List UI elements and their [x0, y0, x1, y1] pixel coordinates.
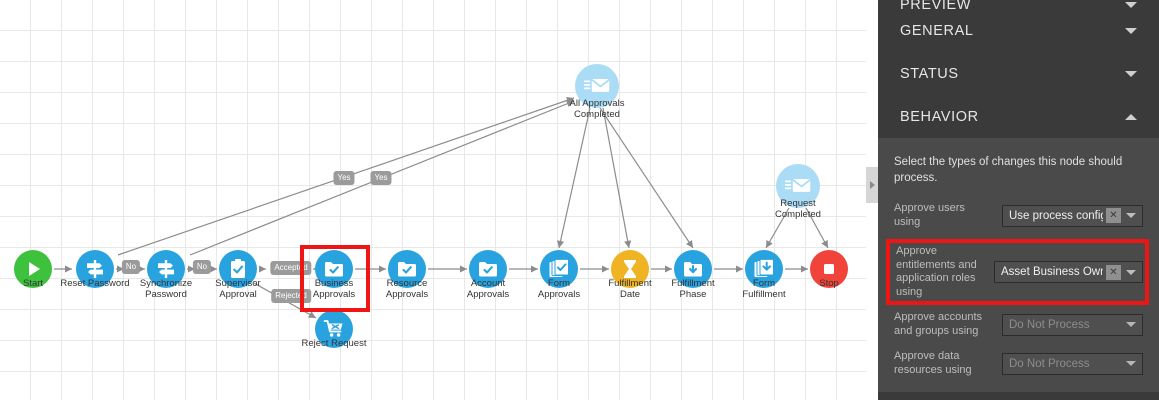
chevron-down-icon[interactable] [1126, 361, 1136, 366]
section-header-status[interactable]: STATUS [878, 52, 1159, 95]
node-label: Stop [819, 278, 839, 289]
node-label: Resource Approvals [385, 278, 429, 300]
behavior-helper-text: Select the types of changes this node sh… [894, 156, 1123, 184]
stop-square-icon [810, 250, 848, 288]
section-title-general: GENERAL [900, 22, 974, 39]
node-label: Reset Password [60, 278, 130, 289]
field-row-approve-data: Approve data resources using Do Not Proce… [894, 348, 1143, 379]
dropdown-approve-entitlements[interactable]: Asset Business Owner✕ [994, 261, 1143, 283]
chevron-down-icon[interactable] [1126, 269, 1136, 275]
chevron-down-icon[interactable] [1126, 322, 1136, 327]
play-icon [14, 250, 52, 288]
folder-check-icon [388, 250, 426, 288]
node-label: Form Fulfillment [742, 278, 786, 300]
field-label-approve-users: Approve users using [894, 202, 965, 228]
node-label: Fulfillment Date [608, 278, 652, 300]
workflow-canvas[interactable]: Start Reset Password Synchronize Password S… [0, 0, 866, 400]
workflow-edges [54, 96, 829, 319]
folder-down-icon [674, 250, 712, 288]
node-reject-request[interactable]: Reject Request [302, 310, 366, 349]
edge-label-yes-1: Yes [333, 171, 355, 185]
node-reset-password[interactable]: Reset Password [60, 250, 130, 289]
node-label: Supervisor Approval [215, 278, 261, 300]
edge-label-no-2: No [192, 260, 212, 274]
node-label: Start [22, 278, 44, 289]
chevron-up-icon [1125, 113, 1137, 120]
node-resource-approvals[interactable]: Resource Approvals [386, 250, 428, 299]
chevron-down-icon [1125, 1, 1137, 8]
chevron-down-icon [1125, 70, 1137, 77]
node-label: Fulfillment Phase [671, 278, 715, 300]
node-account-approvals[interactable]: Account Approvals [467, 250, 509, 299]
field-label-approve-data: Approve data resources using [894, 350, 972, 376]
field-row-approve-entitlements: Approve entitlements and application rol… [886, 239, 1149, 305]
node-fulfillment-phase[interactable]: Fulfillment Phase [671, 250, 715, 299]
cart-reject-icon [315, 310, 353, 348]
node-label: Account Approvals [466, 278, 510, 300]
stacked-forms-down-icon [745, 250, 783, 288]
edge-label-accepted-1: Accepted [270, 261, 312, 275]
envelope-icon [776, 164, 820, 208]
dropdown-approve-accounts: Do Not Process [1002, 313, 1143, 336]
node-label: Synchronize Password [139, 278, 193, 300]
field-row-approve-accounts: Approve accounts and groups using Do Not … [894, 309, 1143, 340]
node-all-approvals-completed[interactable]: All Approvals Completed [570, 64, 624, 119]
node-form-approvals[interactable]: Form Approvals [538, 250, 580, 299]
clear-icon[interactable]: ✕ [1106, 264, 1121, 280]
signpost-icon [147, 250, 185, 288]
dropdown-value-approve-users: Use process configured [1009, 209, 1103, 222]
section-title-behavior: BEHAVIOR [900, 108, 979, 125]
node-synchronize-password[interactable]: Synchronize Password [140, 250, 192, 299]
node-label: Business Approvals [312, 278, 356, 300]
chevron-right-icon [869, 181, 875, 189]
node-supervisor-approval[interactable]: Supervisor Approval [215, 250, 261, 299]
clear-icon[interactable]: ✕ [1106, 208, 1121, 223]
folder-check-icon [469, 250, 507, 288]
section-title-preview: PREVIEW [900, 0, 972, 9]
edge-label-rejected-1: Rejected [271, 289, 311, 303]
node-business-approvals[interactable]: Business Approvals [313, 250, 355, 299]
hourglass-icon [611, 250, 649, 288]
node-label: Request Completed [775, 198, 821, 220]
dropdown-value-approve-data: Do Not Process [1009, 357, 1090, 370]
folder-check-icon [315, 250, 353, 288]
node-form-fulfillment[interactable]: Form Fulfillment [742, 250, 786, 299]
edge-label-no-1: No [121, 260, 141, 274]
dropdown-approve-data: Do Not Process [1002, 352, 1143, 375]
properties-panel: PREVIEW GENERAL STATUS BEHAVIOR Select t… [878, 0, 1159, 400]
node-stop[interactable]: Stop [810, 250, 848, 289]
panel-collapse-handle[interactable] [866, 167, 878, 203]
field-label-approve-entitlements: Approve entitlements and application rol… [896, 245, 977, 298]
field-label-approve-accounts: Approve accounts and groups using [894, 311, 983, 337]
section-header-behavior[interactable]: BEHAVIOR [878, 95, 1159, 138]
dropdown-approve-users[interactable]: Use process configured✕ [1002, 204, 1143, 227]
behavior-fields: Approve users using Use process configure… [886, 200, 1149, 379]
chevron-down-icon[interactable] [1126, 213, 1136, 218]
dropdown-value-approve-accounts: Do Not Process [1009, 318, 1090, 331]
node-fulfillment-date[interactable]: Fulfillment Date [608, 250, 652, 299]
chevron-down-icon [1125, 27, 1137, 34]
node-label: Form Approvals [537, 278, 581, 300]
node-start[interactable]: Start [14, 250, 52, 289]
envelope-icon [575, 64, 619, 108]
dropdown-value-approve-entitlements: Asset Business Owner [1001, 266, 1103, 278]
node-request-completed[interactable]: Request Completed [775, 164, 821, 219]
behavior-section-body: Select the types of changes this node sh… [878, 138, 1159, 392]
node-label: All Approvals Completed [569, 98, 625, 120]
clipboard-check-icon [219, 250, 257, 288]
section-header-general[interactable]: GENERAL [878, 9, 1159, 52]
stacked-forms-check-icon [540, 250, 578, 288]
edge-label-yes-2: Yes [370, 171, 392, 185]
signpost-icon [76, 250, 114, 288]
node-label: Reject Request [301, 338, 367, 349]
field-row-approve-users: Approve users using Use process configure… [894, 200, 1143, 231]
section-title-status: STATUS [900, 65, 959, 82]
section-header-preview[interactable]: PREVIEW [878, 0, 1159, 9]
